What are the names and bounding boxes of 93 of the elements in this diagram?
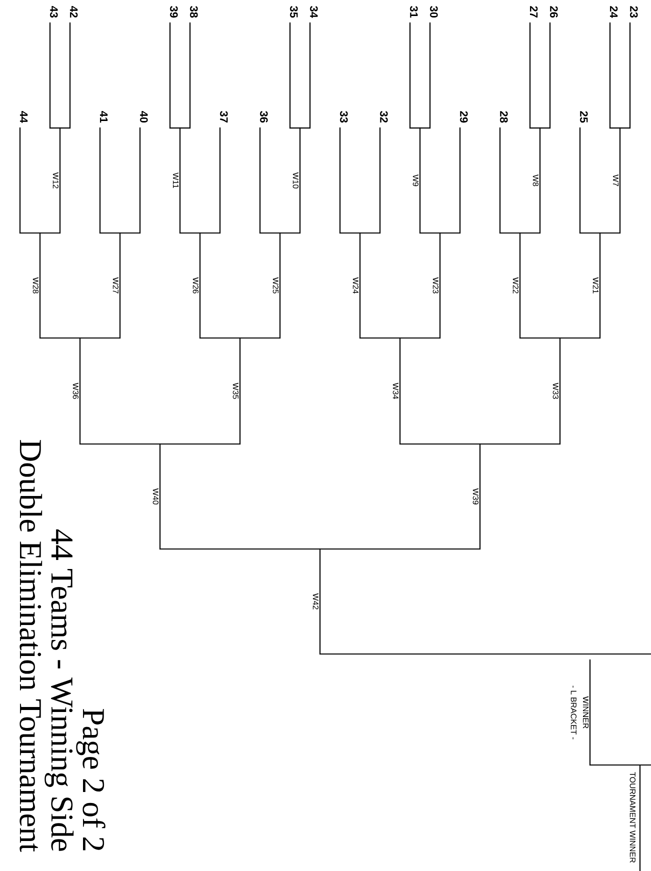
subtitle: 44 Teams - Winning Side [44,529,74,851]
winner-label: W22 [512,277,518,294]
bracket-line [39,232,61,234]
bracket-line [199,232,221,234]
seed-number: 25 [580,111,588,123]
bracket-line [319,548,481,550]
title: Double Elimination Tournament [20,440,42,852]
winner-label: W40 [152,488,158,504]
bracket-line [259,232,281,234]
winner-label: W9 [412,174,418,186]
bracket-line [359,232,381,234]
seed-number: 44 [20,110,28,123]
bracket-line [239,337,281,339]
seed-number: 41 [100,110,108,123]
winner-label: W8 [532,174,538,186]
winner-label: W11 [173,172,178,188]
seed-number: 33 [340,111,348,123]
seed-number: 26 [550,6,558,18]
seed-number: 30 [430,6,438,18]
seed-number: 32 [380,111,388,123]
bracket-line [609,127,621,129]
bracket-line [79,443,161,445]
bracket-line [169,127,181,129]
bracket-line [479,443,561,445]
seed-number: 39 [170,6,178,18]
winner-label: W36 [72,382,78,399]
bracket-line [289,127,301,129]
bracket-line [619,127,631,129]
bracket-line [159,443,241,445]
winner-label: W28 [32,277,38,294]
bracket-line [179,127,191,129]
seed-number: 43 [50,6,58,18]
bracket-line [399,443,481,445]
seed-number: 42 [70,6,78,18]
bracket-line [199,337,241,339]
winner-label: W34 [392,382,398,399]
bracket-line [49,127,61,129]
bracket-line [579,232,601,234]
bracket-line [339,232,361,234]
seed-number: 34 [310,6,318,18]
bracket-line [359,337,401,339]
bracket-line [419,232,441,234]
bracket-line [19,232,41,234]
winner-label: W21 [592,277,598,294]
winner-label: W10 [292,172,298,188]
seed-number: 40 [140,110,148,123]
bracket-line [119,232,141,234]
winner-label: W26 [192,277,198,294]
bracket-line [589,764,651,766]
bracket-line [179,232,201,234]
bracket-line [279,232,301,234]
bracket-line [99,232,121,234]
bracket-line [59,127,71,129]
bracket-line [559,337,601,339]
seed-number: 36 [260,111,268,123]
bracket-line [439,232,461,234]
seed-number: 31 [410,6,418,18]
winner-label: W23 [432,277,438,294]
bracket-line [299,127,311,129]
winner-label: W39 [472,488,478,504]
bracket-line [399,337,441,339]
seed-number: 29 [460,111,468,123]
bracket-line [519,232,541,234]
bracket-line [499,232,521,234]
winner-label: W35 [232,382,238,399]
seed-number: 27 [530,6,538,18]
slot-label: - L BRACKET - [570,686,576,740]
winner-label: W42 [312,593,318,610]
seed-number: 38 [190,6,198,18]
seed-number: 28 [500,111,508,123]
bracket-line [539,127,551,129]
page-number: Page 2 of 2 [76,708,106,850]
seed-number: 23 [630,6,638,18]
bracket-line [419,127,431,129]
bracket-line [159,548,321,550]
bracket-line [529,127,541,129]
bracket-line [39,337,81,339]
winner-label: W12 [52,172,58,188]
seed-number: 37 [220,111,228,122]
bracket-line [409,127,421,129]
winner-label: W7 [612,174,618,186]
seed-number: 35 [290,6,298,18]
winner-label: W27 [112,277,118,294]
seed-number: 24 [610,6,618,18]
bracket-line [319,653,651,655]
bracket-line [519,337,561,339]
bracket-line [599,232,621,234]
bracket-line [79,337,121,339]
winner-label: W25 [272,277,278,294]
slot-label: WINNER [582,696,588,728]
slot-label: TOURNAMENT WINNER [630,772,636,863]
winner-label: W33 [552,382,558,399]
winner-label: W24 [352,277,358,294]
